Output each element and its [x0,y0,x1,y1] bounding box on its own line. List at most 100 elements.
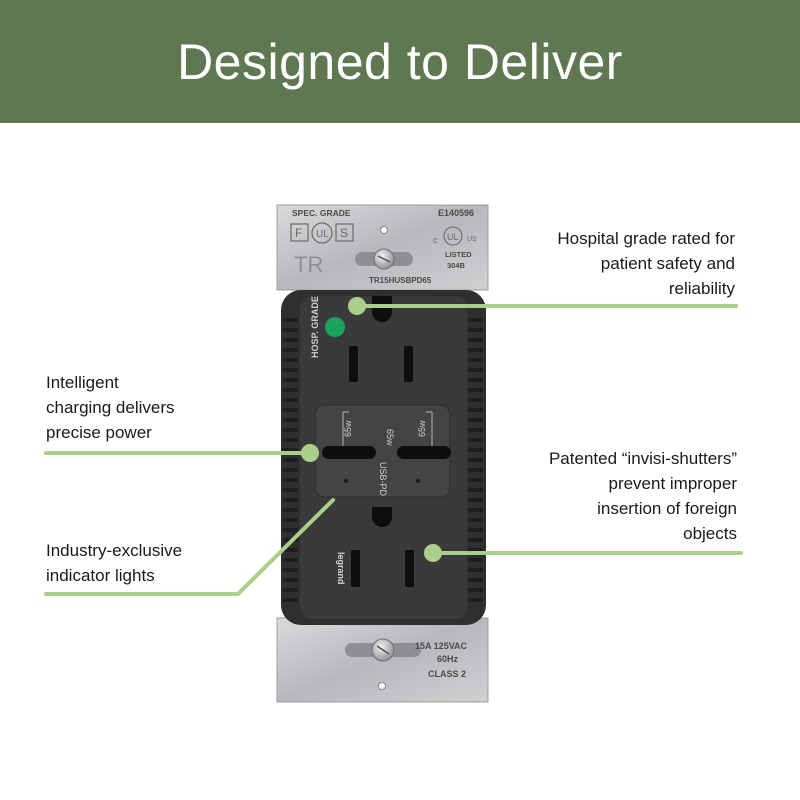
usb-watt-label-center: 65w [385,429,395,446]
svg-text:F: F [295,226,302,240]
rating-label: 15A 125VAC [415,641,468,651]
ground-hole [372,296,392,322]
svg-text:S: S [340,226,348,240]
grip-ridge [283,438,298,442]
grip-ridge [468,458,483,462]
strap-hole [380,226,388,234]
header-banner: Designed to Deliver [0,0,800,123]
grip-ridge [468,448,483,452]
grip-ridge [283,478,298,482]
grip-ridge [468,388,483,392]
callout-line-text: objects [683,524,737,543]
grip-ridge [283,348,298,352]
grip-ridge [468,318,483,322]
grip-ridge [283,468,298,472]
callout-line-indicator [44,498,335,596]
side-grip-ridges [283,318,298,602]
grip-ridge [283,358,298,362]
callout-line-text: Industry-exclusive [46,541,183,560]
grip-ridge [283,428,298,432]
grip-ridge [468,478,483,482]
callout-line-text: insertion of foreign [597,499,737,518]
grip-ridge [283,368,298,372]
grip-ridge [468,468,483,472]
ground-hole [372,507,392,527]
grip-ridge [283,588,298,592]
grip-ridge [283,398,298,402]
charging-indicator-light [343,478,349,484]
outlet-slot [404,346,413,382]
tr-label: TR [294,252,323,277]
grip-ridge [468,588,483,592]
cul-us-mark-icon: c UL US [433,226,477,246]
grip-ridge [468,578,483,582]
usb-charging-panel [314,404,451,498]
grip-ridge [468,358,483,362]
grip-ridge [468,538,483,542]
grip-ridge [468,348,483,352]
callout-lines [44,304,743,596]
ful-mark-icon: F UL S [290,222,354,244]
frequency-label: 60Hz [437,654,459,664]
grip-ridge [283,418,298,422]
callout-line-text: Hospital grade rated for [557,229,735,248]
grip-ridge [468,488,483,492]
spec-grade-label: SPEC. GRADE [292,208,351,218]
callout-line-text: prevent improper [608,474,737,493]
callout-line-text: indicator lights [46,566,155,585]
outlet-slot [405,550,414,587]
callout-dot [301,444,319,462]
grip-ridge [468,438,483,442]
grip-ridge [468,428,483,432]
callout-line-text: precise power [46,423,152,442]
grip-ridge [468,568,483,572]
callout-intelligent-charging: Intelligent charging delivers precise po… [46,370,246,445]
usb-pd-label: USB-PD [378,462,388,497]
outlet-slot [351,550,360,587]
svg-text:US: US [467,236,477,243]
grip-ridge [283,338,298,342]
top-outlet [349,296,413,382]
grip-ridge [468,508,483,512]
callout-line-text: Intelligent [46,373,119,392]
outlet-slot [349,346,358,382]
class-label: CLASS 2 [428,669,466,679]
callout-indicator-lights: Industry-exclusive indicator lights [46,538,246,588]
grip-ridge [283,568,298,572]
bottom-outlet [351,507,414,587]
svg-text:UL: UL [316,229,329,240]
callout-line-text: charging delivers [46,398,175,417]
callout-line-text: reliability [668,279,735,298]
grip-ridge [468,328,483,332]
callout-line-text: Patented “invisi-shutters” [548,449,737,468]
grip-ridge [468,518,483,522]
grip-ridge [468,368,483,372]
svg-text:UL: UL [447,232,459,242]
top-screw-icon [355,248,413,270]
callout-hospital-grade: Hospital grade rated for patient safety … [520,226,735,301]
listed-label: LISTED [445,250,472,259]
grip-ridge [468,378,483,382]
callout-line-text: patient safety and [600,254,735,273]
grip-ridge [283,388,298,392]
grip-ridge [283,598,298,602]
grip-ridge [283,378,298,382]
grip-ridge [283,578,298,582]
grip-ridge [468,498,483,502]
usb-c-port-right [397,446,451,459]
grip-ridge [283,548,298,552]
page-title: Designed to Deliver [177,33,623,90]
file-number-label: E140596 [438,208,474,218]
strap-hole [378,682,386,690]
usb-c-port-left [322,446,376,459]
grip-ridge [468,598,483,602]
svg-text:c: c [433,235,438,245]
grip-ridge [468,408,483,412]
grip-ridge [283,528,298,532]
hospital-grade-indicator-dot [325,317,345,337]
hosp-grade-label: HOSP. GRADE [310,296,320,358]
callout-dot [348,297,366,315]
charging-indicator-light [415,478,421,484]
callout-invisi-shutters: Patented “invisi-shutters” prevent impro… [510,446,737,546]
